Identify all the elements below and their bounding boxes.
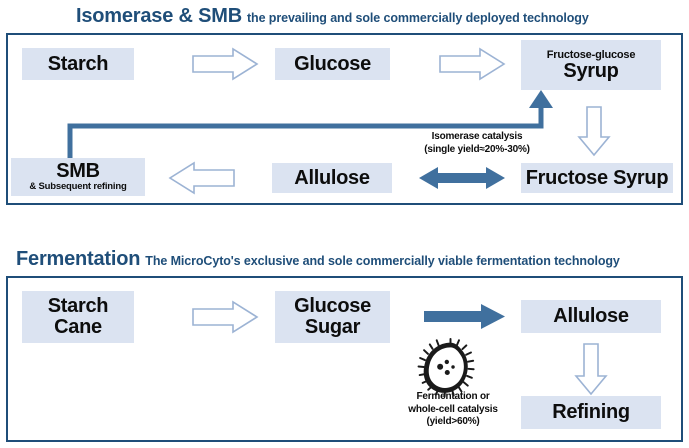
node-fructose-syrup: Fructose Syrup: [521, 163, 673, 193]
section-title-isomerase-main: Isomerase & SMB: [76, 5, 242, 27]
node-smb: SMB & Subsequent refining: [11, 158, 145, 196]
caption-fermentation-yield-line1: Fermentation or: [416, 391, 490, 402]
node-glucose: Glucose: [275, 48, 390, 80]
node-smb-label-line1: SMB: [56, 160, 100, 183]
node-glucose-sugar: Glucose Sugar: [275, 291, 390, 343]
node-glucose-label: Glucose: [294, 52, 371, 75]
section-title-fermentation-sub: The MicroCyto's exclusive and sole comme…: [145, 254, 620, 268]
node-fructose-glucose-syrup-label-line1: Fructose-glucose: [546, 48, 636, 61]
section-title-fermentation-main: Fermentation: [16, 248, 141, 270]
caption-isomerase-catalysis-line1: Isomerase catalysis: [431, 131, 523, 142]
node-glucose-sugar-label-line2: Sugar: [304, 316, 361, 338]
node-allulose-isomerase: Allulose: [272, 163, 392, 193]
node-allulose-fermentation-label: Allulose: [553, 305, 629, 328]
node-fructose-glucose-syrup-label-line2: Syrup: [563, 59, 619, 82]
node-fructose-syrup-label: Fructose Syrup: [525, 166, 669, 189]
section-title-isomerase: Isomerase & SMB the prevailing and sole c…: [76, 6, 589, 26]
node-starch-cane: Starch Cane: [22, 291, 134, 343]
node-starch-cane-label-line2: Cane: [54, 316, 102, 338]
node-allulose-isomerase-label: Allulose: [294, 166, 370, 189]
section-title-isomerase-sub: the prevailing and sole commercially dep…: [246, 11, 589, 25]
caption-fermentation-yield-line2: whole-cell catalysis: [408, 403, 498, 415]
node-starch-cane-label-line1: Starch: [47, 295, 109, 318]
node-refining-label: Refining: [552, 401, 630, 424]
caption-fermentation-yield: Fermentation or whole-cell catalysis (yi…: [390, 391, 516, 429]
node-allulose-fermentation: Allulose: [521, 300, 661, 333]
caption-isomerase-catalysis-line2: (single yield≈20%-30%): [424, 143, 530, 155]
section-title-fermentation: Fermentation The MicroCyto's exclusive an…: [16, 249, 620, 269]
node-glucose-sugar-label-line1: Glucose: [294, 295, 371, 318]
caption-fermentation-yield-line3: (yield>60%): [426, 416, 480, 427]
caption-isomerase-catalysis: Isomerase catalysis (single yield≈20%-30…: [383, 131, 571, 156]
node-refining: Refining: [521, 396, 661, 429]
node-fructose-glucose-syrup: Fructose-glucose Syrup: [521, 40, 661, 90]
node-smb-label-line2: & Subsequent refining: [29, 181, 127, 193]
node-starch: Starch: [22, 48, 134, 80]
node-starch-label: Starch: [47, 52, 109, 75]
